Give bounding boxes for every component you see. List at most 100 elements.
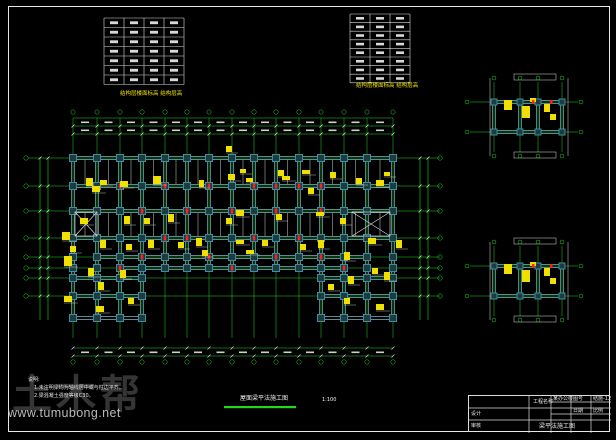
floor-table-right-cell-text bbox=[356, 42, 364, 46]
axis-bubble-top bbox=[390, 109, 396, 115]
dimension-text bbox=[283, 121, 292, 124]
beam-annotation-tag bbox=[356, 178, 362, 184]
dimension-tick bbox=[230, 124, 234, 128]
axis-bubble-left bbox=[23, 208, 29, 214]
red-marker bbox=[274, 183, 278, 189]
drawing-scale: 1:100 bbox=[322, 397, 337, 403]
detail-upper-dimension bbox=[513, 151, 557, 159]
column bbox=[161, 253, 169, 261]
beam-annotation-tag bbox=[226, 146, 232, 152]
floor-table-right-cell-text bbox=[396, 42, 404, 46]
axis-bubble-bottom bbox=[70, 359, 76, 365]
beam-annotation-tag bbox=[153, 176, 161, 184]
detail-lower-red-marker bbox=[550, 264, 553, 268]
notes-heading: 说明: bbox=[28, 377, 40, 383]
dimension-tick bbox=[38, 209, 42, 213]
dimension-tick bbox=[207, 354, 211, 358]
beam-annotation-tag bbox=[128, 298, 134, 304]
dimension-tick bbox=[426, 236, 430, 240]
red-marker bbox=[297, 235, 301, 241]
dimension-tick bbox=[46, 276, 50, 280]
title-block-grid bbox=[469, 396, 611, 433]
dimension-tick bbox=[185, 346, 189, 350]
beam-annotation-tag bbox=[62, 232, 70, 240]
detail-upper-dimension bbox=[513, 73, 557, 81]
column bbox=[116, 154, 124, 162]
axis-bubble-left bbox=[23, 293, 29, 299]
dimension-tick bbox=[118, 346, 122, 350]
column bbox=[116, 207, 124, 215]
dimension-tick bbox=[163, 354, 167, 358]
dimension-tick bbox=[95, 132, 99, 136]
dimension-tick bbox=[163, 124, 167, 128]
beam-annotation-tag bbox=[384, 172, 390, 176]
floor-table-left-cell-text bbox=[150, 49, 158, 53]
dimension-tick bbox=[230, 354, 234, 358]
dimension-text bbox=[149, 129, 158, 132]
column bbox=[138, 314, 146, 322]
column bbox=[116, 234, 124, 242]
column bbox=[138, 154, 146, 162]
floor-table-left-cell-text bbox=[170, 49, 178, 53]
dimension-tick bbox=[274, 346, 278, 350]
axis-bubble-bottom bbox=[296, 359, 302, 365]
detail-lower-column bbox=[558, 262, 566, 270]
column bbox=[205, 154, 213, 162]
floor-table-left-cell-text bbox=[170, 68, 178, 72]
watermark-url: www.tumubong.net bbox=[8, 406, 121, 420]
dimension-tick bbox=[207, 124, 211, 128]
column bbox=[317, 292, 325, 300]
column bbox=[69, 314, 77, 322]
detail-upper-axis-bubble bbox=[517, 75, 523, 81]
dimension-text bbox=[261, 121, 269, 124]
axis-bubble-left bbox=[23, 183, 29, 189]
detail-lower-axis-bubble bbox=[559, 317, 565, 323]
detail-lower-axis-bubble bbox=[535, 317, 541, 323]
dimension-text bbox=[172, 121, 180, 124]
dimension-tick bbox=[46, 294, 50, 298]
red-marker bbox=[274, 254, 278, 260]
beam-annotation-tag bbox=[278, 170, 284, 176]
beam-annotation-tag bbox=[376, 304, 384, 310]
detail-lower-axis-bubble bbox=[464, 263, 470, 269]
column bbox=[69, 182, 77, 190]
floor-table-left-cell-text bbox=[110, 30, 118, 34]
beam-annotation-tag bbox=[126, 244, 132, 250]
beam-annotation-tag bbox=[100, 240, 106, 248]
dimension-text bbox=[261, 129, 269, 132]
dimension-tick bbox=[426, 276, 430, 280]
beam-annotation-tag bbox=[98, 282, 104, 290]
column bbox=[138, 292, 146, 300]
dimension-tick bbox=[252, 132, 256, 136]
red-marker bbox=[230, 208, 234, 214]
dimension-text bbox=[239, 129, 247, 132]
title-block-label-date: 日期 bbox=[573, 408, 584, 414]
dimension-tick bbox=[426, 184, 430, 188]
axis-bubble-bottom bbox=[251, 359, 257, 365]
beam-annotation-tag bbox=[124, 216, 130, 224]
dimension-tick bbox=[38, 236, 42, 240]
floor-table-left-cell-text bbox=[130, 21, 138, 25]
axis-bubble-bottom bbox=[390, 359, 396, 365]
column bbox=[228, 182, 236, 190]
axis-bubble-right bbox=[437, 275, 443, 281]
column bbox=[340, 182, 348, 190]
dimension-text bbox=[104, 351, 113, 354]
dimension-tick bbox=[297, 124, 301, 128]
floor-table-right-cell-text bbox=[376, 51, 384, 54]
floor-table-right-cell-text bbox=[376, 42, 384, 46]
red-marker bbox=[319, 183, 323, 189]
detail-upper-axis-bubble bbox=[535, 153, 541, 159]
drawing-title-underline bbox=[224, 406, 296, 409]
detail-upper-column bbox=[516, 98, 524, 106]
dimension-text bbox=[104, 121, 113, 124]
beam-annotation-tag bbox=[282, 176, 290, 180]
floor-table-left-cell-text bbox=[150, 40, 158, 44]
floor-table-left-cell-text bbox=[130, 30, 138, 34]
axis-bubble-top bbox=[296, 109, 302, 115]
detail-upper-column bbox=[534, 128, 542, 136]
axis-bubble-top bbox=[341, 109, 347, 115]
title-block-label-review: 审核 bbox=[471, 423, 482, 429]
